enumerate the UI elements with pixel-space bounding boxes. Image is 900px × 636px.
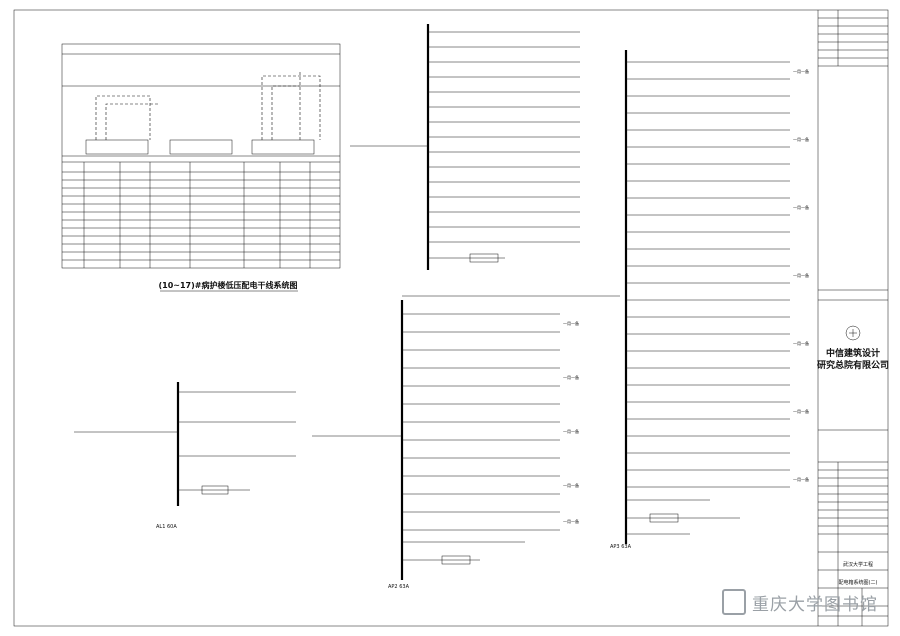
diagram-title: (10~17)#病护楼低压配电干线系统图: [159, 280, 298, 290]
panel-bottom-left: AL1 60A: [74, 382, 296, 530]
svg-text:一用一备: 一用一备: [793, 68, 809, 74]
library-watermark: 重庆大学图书馆: [722, 580, 890, 624]
svg-text:一用一备: 一用一备: [793, 204, 809, 210]
trunk-system-table: [61, 43, 341, 269]
company-name-line1: 中信建筑设计: [826, 347, 880, 359]
svg-text:一用一备: 一用一备: [563, 518, 579, 524]
branch-tags: 一用一备 一用一备 一用一备 一用一备 一用一备 一用一备 一用一备 一用一备 …: [563, 68, 809, 524]
panel-label-bottom-left: AL1 60A: [156, 524, 177, 530]
company-logo-icon: [845, 325, 861, 341]
svg-text:一用一备: 一用一备: [793, 136, 809, 142]
svg-text:一用一备: 一用一备: [793, 272, 809, 278]
company-name-line2: 研究总院有限公司: [817, 359, 889, 371]
watermark-text: 重庆大学图书馆: [752, 594, 878, 615]
svg-text:一用一备: 一用一备: [563, 428, 579, 434]
library-logo-icon: [722, 589, 746, 615]
drawing-name: 配电箱系统图(二): [839, 579, 878, 586]
project-name: 武汉大学工程: [843, 561, 873, 568]
svg-text:一用一备: 一用一备: [793, 340, 809, 346]
svg-text:一用一备: 一用一备: [793, 408, 809, 414]
panel-label-right: AP3 63A: [610, 544, 632, 550]
svg-text:一用一备: 一用一备: [563, 320, 579, 326]
panel-label-middle: AP2 63A: [388, 584, 410, 590]
panel-right: AP3 63A: [610, 50, 790, 550]
svg-text:一用一备: 一用一备: [563, 482, 579, 488]
svg-text:一用一备: 一用一备: [563, 374, 579, 380]
panel-middle: AP2 63A: [312, 295, 620, 590]
title-block: 中信建筑设计 研究总院有限公司 武汉大学工程 配电箱系统图(二): [817, 10, 889, 626]
panel-top-middle: [350, 24, 580, 270]
svg-text:一用一备: 一用一备: [793, 476, 809, 482]
drawing-border: [13, 9, 889, 627]
